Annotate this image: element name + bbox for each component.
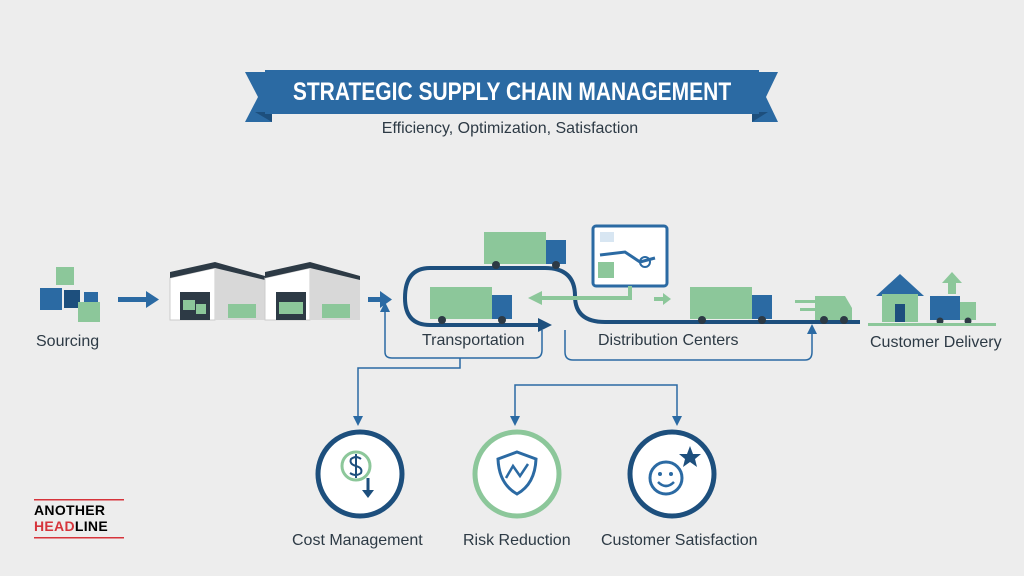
logo-line1: ANOTHER — [34, 502, 106, 518]
logo-line2-red: HEAD — [34, 518, 75, 534]
page-subtitle: Efficiency, Optimization, Satisfaction — [381, 120, 639, 137]
arrow-icon — [118, 291, 159, 308]
truck-icon — [484, 232, 566, 269]
shield-icon — [472, 429, 562, 519]
stage-label-delivery: Customer Delivery — [870, 334, 1002, 351]
map-icon — [591, 224, 669, 288]
sourcing-boxes-icon — [40, 267, 100, 322]
logo-line2: HEADLINE — [34, 518, 108, 534]
warehouse-icon — [169, 262, 360, 321]
logo-line2-rest: LINE — [74, 518, 108, 534]
delivery-van-icon — [795, 296, 852, 324]
stage-label-sourcing: Sourcing — [36, 333, 100, 350]
outcome-label-cost: Cost Management — [292, 532, 423, 549]
arrow-icon — [368, 291, 392, 308]
outcome-label-satisfaction: Customer Satisfaction — [601, 532, 758, 549]
truck-icon — [690, 287, 772, 324]
upload-arrow-icon — [942, 272, 962, 294]
green-arrow-icon — [528, 286, 671, 305]
transport-loop — [402, 266, 860, 327]
stage-label-distribution: Distribution Centers — [598, 332, 739, 349]
truck-icon — [430, 287, 512, 324]
truck-icon — [930, 296, 976, 325]
stage-label-transportation: Transportation — [422, 332, 525, 349]
smiley-star-icon — [627, 429, 717, 519]
page-title: STRATEGIC SUPPLY CHAIN MANAGEMENT — [292, 78, 732, 106]
brand-logo: ANOTHER HEADLINE — [34, 502, 108, 534]
house-icon — [876, 274, 924, 322]
cost-management-icon — [315, 429, 405, 519]
outcome-label-risk: Risk Reduction — [463, 532, 571, 549]
logo-rules — [34, 499, 124, 539]
feedback-lines — [357, 310, 813, 418]
title-banner — [245, 70, 778, 122]
